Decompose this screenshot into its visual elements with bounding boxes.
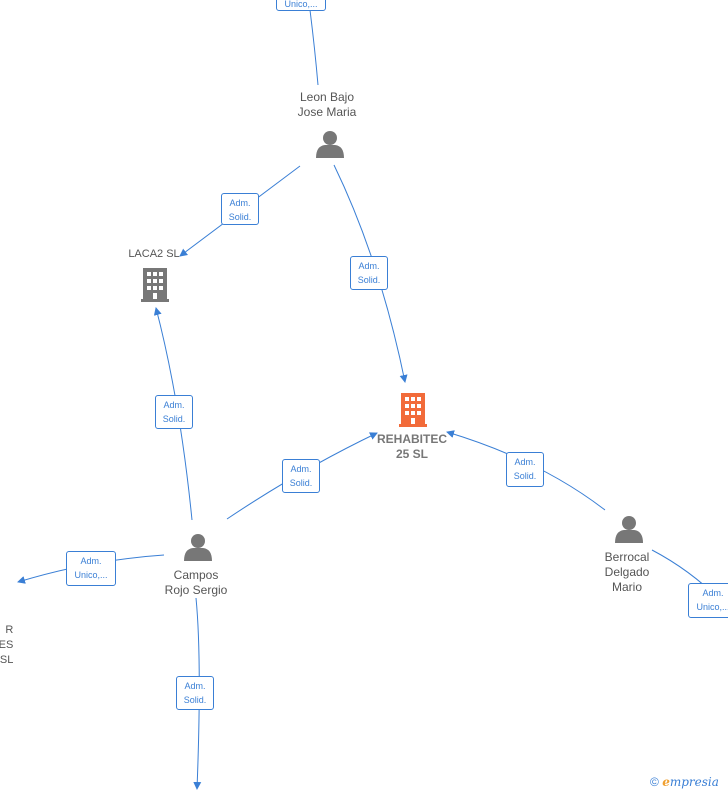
copyright-symbol: ©	[650, 775, 659, 789]
edge-top	[309, 9, 319, 86]
node-label-left-company[interactable]: R ES SL	[0, 624, 14, 666]
node-label-leon[interactable]: Leon Bajo Jose Maria	[297, 90, 357, 119]
building-icon-laca2	[141, 268, 169, 302]
brand-logo: empresia	[662, 775, 719, 789]
node-label-berrocal[interactable]: Berrocal Delgado Mario	[604, 550, 650, 594]
edge-label-berrocal-right[interactable]: Adm. Unico,...	[688, 583, 728, 618]
edge-label-leon-laca2[interactable]: Adm. Solid.	[221, 193, 259, 225]
edge-label-campos-rehabitec[interactable]: Adm. Solid.	[282, 459, 320, 493]
edge-label-campos-left[interactable]: Adm. Unico,...	[66, 551, 116, 586]
building-icon-rehabitec	[399, 393, 427, 427]
node-label-laca2[interactable]: LACA2 SL	[128, 248, 180, 260]
person-icon-campos	[184, 534, 212, 561]
edge-label-campos-laca2[interactable]: Adm. Solid.	[155, 395, 193, 429]
edge-label-leon-rehabitec[interactable]: Adm. Solid.	[350, 256, 388, 290]
person-icon-berrocal	[615, 516, 643, 543]
edge-label-top[interactable]: Unico,...	[276, 0, 326, 11]
person-icon-leon	[316, 131, 344, 158]
node-label-rehabitec[interactable]: REHABITEC 25 SL	[376, 432, 448, 461]
node-label-campos[interactable]: Campos Rojo Sergio	[164, 568, 228, 597]
edge-label-berrocal-rehabitec[interactable]: Adm. Solid.	[506, 452, 544, 487]
empresia-watermark[interactable]: © empresia	[650, 775, 719, 789]
edge-label-campos-down[interactable]: Adm. Solid.	[176, 676, 214, 710]
